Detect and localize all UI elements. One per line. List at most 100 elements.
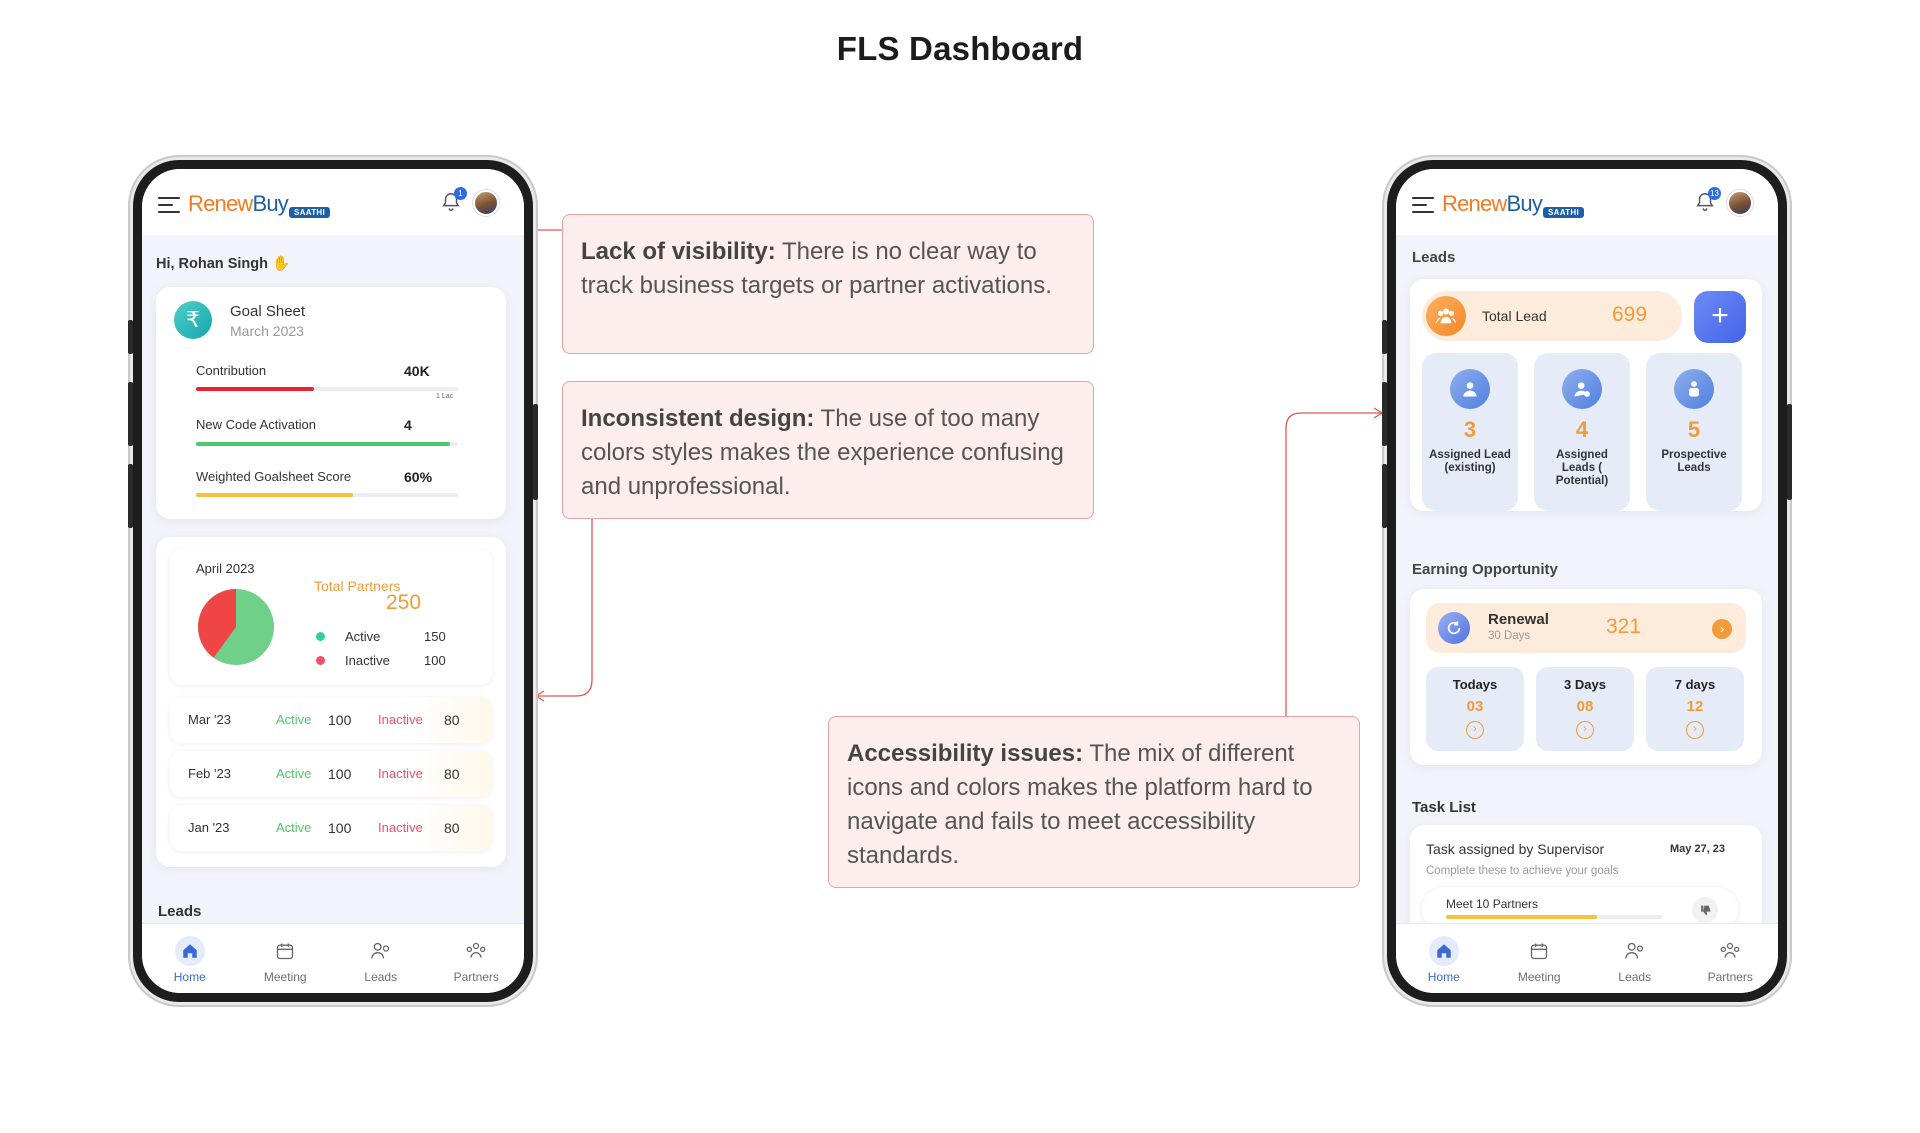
notification-badge: 13 [1708, 187, 1721, 200]
progress-max-label: 1 Lac [436, 393, 454, 400]
page-title: FLS Dashboard [836, 30, 1084, 67]
chevron-right-icon[interactable]: › [1712, 619, 1732, 639]
nav-home[interactable]: Home [142, 924, 238, 993]
renewal-sub: 30 Days [1488, 630, 1531, 642]
task-date: May 27, 23 [1670, 843, 1726, 855]
history-row[interactable]: Feb '23 Active 100 Inactive 80 [170, 751, 492, 797]
chevron-right-icon: › [1466, 721, 1484, 739]
add-lead-button[interactable]: + [1694, 291, 1746, 343]
history-row[interactable]: Jan '23 Active 100 Inactive 80 [170, 805, 492, 851]
history-active-label: Active [276, 766, 312, 781]
earning-section-label: Earning Opportunity [1412, 561, 1558, 578]
callout-body: The use of too many colors styles makes … [581, 405, 1064, 500]
day-tile-value: 12 [1686, 698, 1704, 715]
history-inactive-label: Inactive [378, 766, 423, 781]
history-inactive-value: 80 [444, 712, 460, 728]
lead-tile-label: Assigned Leads ( Potential) [1555, 449, 1609, 487]
progress-bar [196, 493, 458, 497]
total-lead-value: 699 [1612, 303, 1648, 326]
pie-slice-inactive [198, 589, 236, 658]
partners-card: April 2023 Total Partners 250 Active 150… [156, 537, 506, 867]
callout-heading: Accessibility issues: [847, 740, 1084, 767]
day-tile-value: 08 [1576, 698, 1594, 715]
lead-tile-value: 5 [1687, 417, 1701, 442]
notification-bell-icon[interactable]: 1 [440, 187, 467, 215]
task-progress-bar [1446, 915, 1662, 919]
renewal-icon [1438, 612, 1470, 644]
lead-tile[interactable]: 3 Assigned Lead (existing) [1422, 353, 1518, 511]
day-tile[interactable]: Todays 03 › [1426, 667, 1524, 751]
legend-active-value: 150 [424, 629, 446, 644]
nav-meeting[interactable]: Meeting [1492, 924, 1588, 993]
nav-home[interactable]: Home [1396, 924, 1492, 993]
thumbs-down-icon[interactable] [1692, 897, 1718, 923]
history-active-value: 100 [328, 820, 352, 836]
legend-active: Active [316, 629, 380, 644]
total-lead-bar[interactable]: Total Lead 699 [1422, 291, 1682, 341]
partners-month: April 2023 [196, 561, 255, 576]
greeting: Hi, Rohan Singh ✋ [156, 256, 291, 272]
metric-label: Weighted Goalsheet Score [196, 469, 352, 484]
lead-tile-value: 4 [1575, 417, 1589, 442]
day-tile[interactable]: 3 Days 08 › [1536, 667, 1634, 751]
avatar[interactable] [1727, 190, 1753, 216]
callout-lack-of-visibility: Lack of visibility: There is no clear wa… [562, 214, 1094, 354]
metric-label: Contribution [196, 363, 267, 378]
leads-icon [366, 936, 396, 966]
lead-tile[interactable]: 5 Prospective Leads [1646, 353, 1742, 511]
nav-partners[interactable]: Partners [429, 924, 525, 993]
lead-tile[interactable]: 4 Assigned Leads ( Potential) [1534, 353, 1630, 511]
nav-meeting[interactable]: Meeting [238, 924, 334, 993]
lead-tile-label: Prospective Leads [1661, 449, 1727, 474]
goal-subtitle: March 2023 [230, 323, 304, 339]
history-inactive-label: Inactive [378, 820, 423, 835]
history-active-value: 100 [328, 766, 352, 782]
callout-accessibility-issues: Accessibility issues: The mix of differe… [828, 716, 1360, 888]
user-check-icon [1562, 369, 1602, 409]
menu-icon[interactable] [158, 197, 180, 213]
notification-badge: 1 [454, 187, 467, 200]
total-lead-label: Total Lead [1482, 308, 1547, 324]
progress-bar [196, 387, 458, 391]
plus-icon: + [1711, 299, 1729, 332]
nav-partners[interactable]: Partners [1683, 924, 1779, 993]
partners-pie-chart [198, 589, 274, 665]
history-month: Feb '23 [188, 766, 231, 781]
callout-body: The mix of different icons and colors ma… [847, 740, 1313, 869]
day-tile-value: 03 [1466, 698, 1484, 715]
total-partners: Total Partners [314, 577, 410, 595]
leads-icon [1620, 936, 1650, 966]
bottom-nav: Home Meeting Leads Partners [1396, 923, 1778, 993]
goal-sheet-card[interactable]: ₹ Goal Sheet March 2023 Contribution 40K… [156, 287, 506, 519]
history-month: Jan '23 [188, 820, 230, 835]
renewal-label: Renewal [1488, 611, 1549, 628]
renewal-value: 321 [1606, 615, 1642, 638]
legend-inactive-value: 100 [424, 653, 446, 668]
calendar-icon [1524, 936, 1554, 966]
history-inactive-value: 80 [444, 766, 460, 782]
notification-bell-icon[interactable]: 13 [1694, 187, 1721, 215]
chevron-right-icon: › [1576, 721, 1594, 739]
avatar[interactable] [473, 190, 499, 216]
nav-leads[interactable]: Leads [1587, 924, 1683, 993]
day-tile[interactable]: 7 days 12 › [1646, 667, 1744, 751]
day-tile-label: 7 days [1674, 677, 1716, 692]
metric-value: 4 [404, 417, 412, 433]
lead-tile-value: 3 [1463, 417, 1477, 442]
callout-heading: Lack of visibility: [581, 238, 776, 265]
history-row[interactable]: Mar '23 Active 100 Inactive 80 [170, 697, 492, 743]
metric-value: 60% [404, 469, 433, 485]
task-section-label: Task List [1412, 799, 1476, 816]
nav-leads[interactable]: Leads [333, 924, 429, 993]
leads-card: Total Lead 699 + 3 Assigned Lead (existi… [1410, 279, 1762, 511]
day-tile-label: 3 Days [1564, 677, 1606, 692]
home-icon [1428, 936, 1459, 966]
menu-icon[interactable] [1412, 197, 1434, 213]
partners-summary[interactable]: April 2023 Total Partners 250 Active 150… [170, 549, 492, 685]
renewal-bar[interactable]: Renewal 30 Days 321 › [1426, 603, 1746, 653]
partners-icon [461, 936, 491, 966]
chevron-right-icon: › [1686, 721, 1704, 739]
